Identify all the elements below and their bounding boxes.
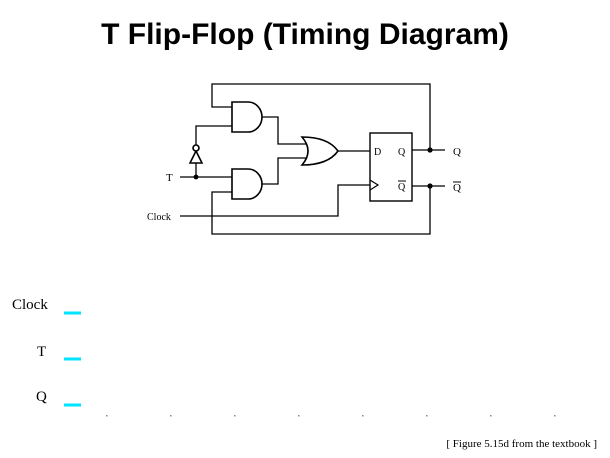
- ff-clock-triangle: [369, 179, 380, 191]
- t-flip-flop-circuit: D Q Q T Clock Q Q: [147, 83, 461, 235]
- timing-diagram: Clock T Q: [12, 297, 556, 417]
- time-tick-mark: [298, 415, 300, 417]
- time-tick-mark: [234, 415, 236, 417]
- qbar-output-label: Q: [453, 182, 461, 194]
- and-top-to-or-wire: [262, 116, 306, 145]
- ff-pin-d-label: D: [374, 147, 381, 158]
- time-tick-mark: [554, 415, 556, 417]
- time-tick-mark: [362, 415, 364, 417]
- feedback-wire-q: [211, 83, 431, 150]
- t-junction-dot: [193, 174, 199, 180]
- clock-input-label: Clock: [147, 212, 171, 223]
- or-gate: [300, 136, 339, 166]
- time-tick-mark: [426, 415, 428, 417]
- inverter-gate: [188, 149, 204, 164]
- ff-pin-q-label: Q: [398, 147, 406, 158]
- q-junction-dot: [427, 147, 433, 153]
- and-gate-bottom: [231, 168, 263, 200]
- timing-row-label-q: Q: [36, 389, 47, 405]
- inverter-to-and-wire: [195, 125, 232, 147]
- ff-pin-qbar-label: Q: [398, 182, 406, 193]
- t-input-label: T: [166, 172, 173, 184]
- timing-row-label-t: T: [37, 344, 46, 360]
- feedback-wire-qbar: [211, 186, 431, 235]
- q-output-label: Q: [453, 146, 461, 158]
- d-flip-flop-box: [369, 132, 413, 202]
- time-tick-mark: [490, 415, 492, 417]
- qbar-junction-dot: [427, 183, 433, 189]
- time-tick-mark: [170, 415, 172, 417]
- and-bottom-to-or-wire: [262, 157, 306, 185]
- slide-title: T Flip-Flop (Timing Diagram): [101, 18, 509, 51]
- timing-row-label-clock: Clock: [12, 297, 48, 313]
- and-gate-top: [231, 101, 263, 133]
- time-tick-mark: [106, 415, 108, 417]
- clock-wire: [180, 184, 370, 217]
- inverter-bubble: [192, 144, 200, 152]
- figure-caption: [ Figure 5.15d from the textbook ]: [446, 438, 597, 450]
- time-tick-marks: [106, 415, 556, 417]
